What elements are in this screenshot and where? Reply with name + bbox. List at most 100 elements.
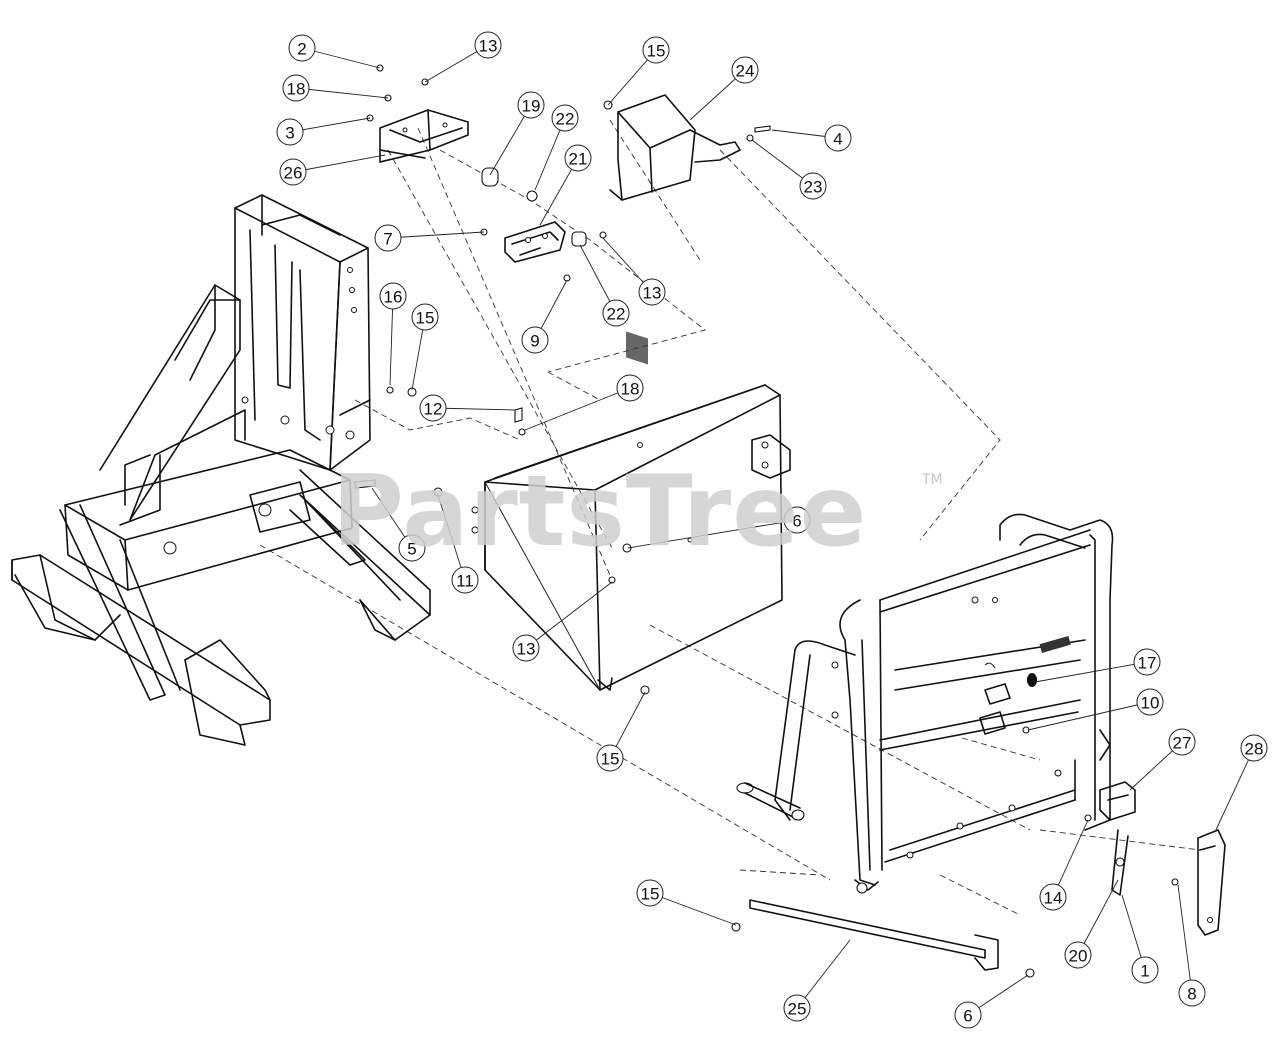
callout-circle	[419, 394, 447, 422]
latch-parts	[1084, 781, 1226, 936]
callout-leader-8	[1177, 884, 1193, 994]
callout-13[interactable]: 13	[638, 278, 666, 306]
callout-number: 22	[556, 110, 575, 129]
callout-21[interactable]: 21	[564, 144, 592, 172]
callout-circle	[512, 634, 540, 662]
callout-11[interactable]: 11	[451, 566, 479, 594]
callout-23[interactable]: 23	[799, 172, 827, 200]
callout-number: 22	[607, 305, 626, 324]
callout-leader-15	[649, 892, 737, 926]
callout-5[interactable]: 5	[398, 534, 426, 562]
control-box	[609, 94, 741, 365]
callout-circle	[374, 224, 402, 252]
callout-15[interactable]: 15	[642, 36, 670, 64]
callout-number: 8	[1187, 985, 1196, 1004]
hardware-upper	[366, 64, 771, 282]
callout-leader-7	[387, 231, 485, 239]
callout-leader-26	[292, 154, 386, 173]
callout-number: 13	[643, 284, 662, 303]
callout-circle	[551, 104, 579, 132]
callout-number: 25	[788, 1000, 807, 1019]
callout-6[interactable]: 6	[783, 506, 811, 534]
callout-circle	[1240, 734, 1268, 762]
callout-25[interactable]: 25	[783, 994, 811, 1022]
callout-number: 15	[641, 885, 660, 904]
callout-12[interactable]: 12	[419, 394, 447, 422]
callout-7[interactable]: 7	[374, 224, 402, 252]
callout-1[interactable]: 1	[1131, 956, 1159, 984]
callout-leader-12	[432, 407, 516, 411]
callout-9[interactable]: 9	[521, 326, 549, 354]
callout-circle	[379, 282, 407, 310]
callout-22[interactable]: 22	[551, 104, 579, 132]
callout-leader-14	[1052, 819, 1089, 898]
watermark-trademark: TM	[922, 472, 943, 488]
callout-leader-25	[796, 939, 851, 1009]
callout-28[interactable]: 28	[1240, 734, 1268, 762]
callout-circle	[398, 534, 426, 562]
callout-circle	[783, 506, 811, 534]
callout-14[interactable]: 14	[1039, 883, 1067, 911]
callout-circle	[799, 172, 827, 200]
callout-number: 3	[285, 124, 294, 143]
handle-frame	[736, 513, 1114, 894]
callout-6[interactable]: 6	[954, 1001, 982, 1029]
callout-number: 26	[284, 164, 303, 183]
callout-circle	[638, 278, 666, 306]
callout-16[interactable]: 16	[379, 282, 407, 310]
callout-number: 17	[1138, 654, 1157, 673]
callout-number: 15	[416, 309, 435, 328]
callout-18[interactable]: 18	[616, 374, 644, 402]
callout-number: 6	[963, 1007, 972, 1026]
callout-leader-6	[627, 519, 798, 549]
center-panel	[471, 384, 791, 691]
callout-circle	[636, 879, 664, 907]
callout-27[interactable]: 27	[1168, 728, 1196, 756]
callout-circle	[474, 31, 502, 59]
callout-circle	[279, 158, 307, 186]
callout-leader-13	[525, 581, 613, 649]
callout-17[interactable]: 17	[1133, 648, 1161, 676]
callout-number: 6	[792, 512, 801, 531]
callout-circle	[1178, 979, 1206, 1007]
callout-leader-17	[1034, 661, 1148, 683]
callout-number: 4	[833, 130, 842, 149]
callout-circle	[1136, 688, 1164, 716]
support-rod	[640, 685, 1035, 978]
base-frame-assembly	[11, 194, 431, 746]
callout-20[interactable]: 20	[1064, 941, 1092, 969]
callout-26[interactable]: 26	[279, 158, 307, 186]
callout-number: 21	[569, 150, 588, 169]
callout-number: 23	[804, 178, 823, 197]
callout-circle	[596, 744, 624, 772]
callout-circle	[1168, 728, 1196, 756]
callout-circle	[783, 994, 811, 1022]
callout-4[interactable]: 4	[824, 124, 852, 152]
callout-15[interactable]: 15	[596, 744, 624, 772]
callout-2[interactable]: 2	[288, 34, 316, 62]
callout-22[interactable]: 22	[602, 299, 630, 327]
callout-13[interactable]: 13	[512, 634, 540, 662]
callout-circle	[517, 91, 545, 119]
callout-circle	[521, 326, 549, 354]
callout-15[interactable]: 15	[636, 879, 664, 907]
upper-bracket	[379, 109, 469, 163]
callout-10[interactable]: 10	[1136, 688, 1164, 716]
callout-circle	[824, 124, 852, 152]
callout-24[interactable]: 24	[731, 56, 759, 84]
callout-number: 13	[479, 37, 498, 56]
callout-leader-3	[289, 117, 371, 133]
callout-3[interactable]: 3	[276, 118, 304, 146]
callout-leaders	[289, 44, 1255, 1016]
callout-15[interactable]: 15	[411, 303, 439, 331]
callout-13[interactable]: 13	[474, 31, 502, 59]
callout-number: 2	[297, 40, 306, 59]
callout-circle	[954, 1001, 982, 1029]
callout-8[interactable]: 8	[1178, 979, 1206, 1007]
callout-number: 28	[1245, 740, 1264, 759]
callout-circle	[616, 374, 644, 402]
callout-leader-28	[1214, 747, 1255, 833]
callout-18[interactable]: 18	[282, 74, 310, 102]
callout-19[interactable]: 19	[517, 91, 545, 119]
